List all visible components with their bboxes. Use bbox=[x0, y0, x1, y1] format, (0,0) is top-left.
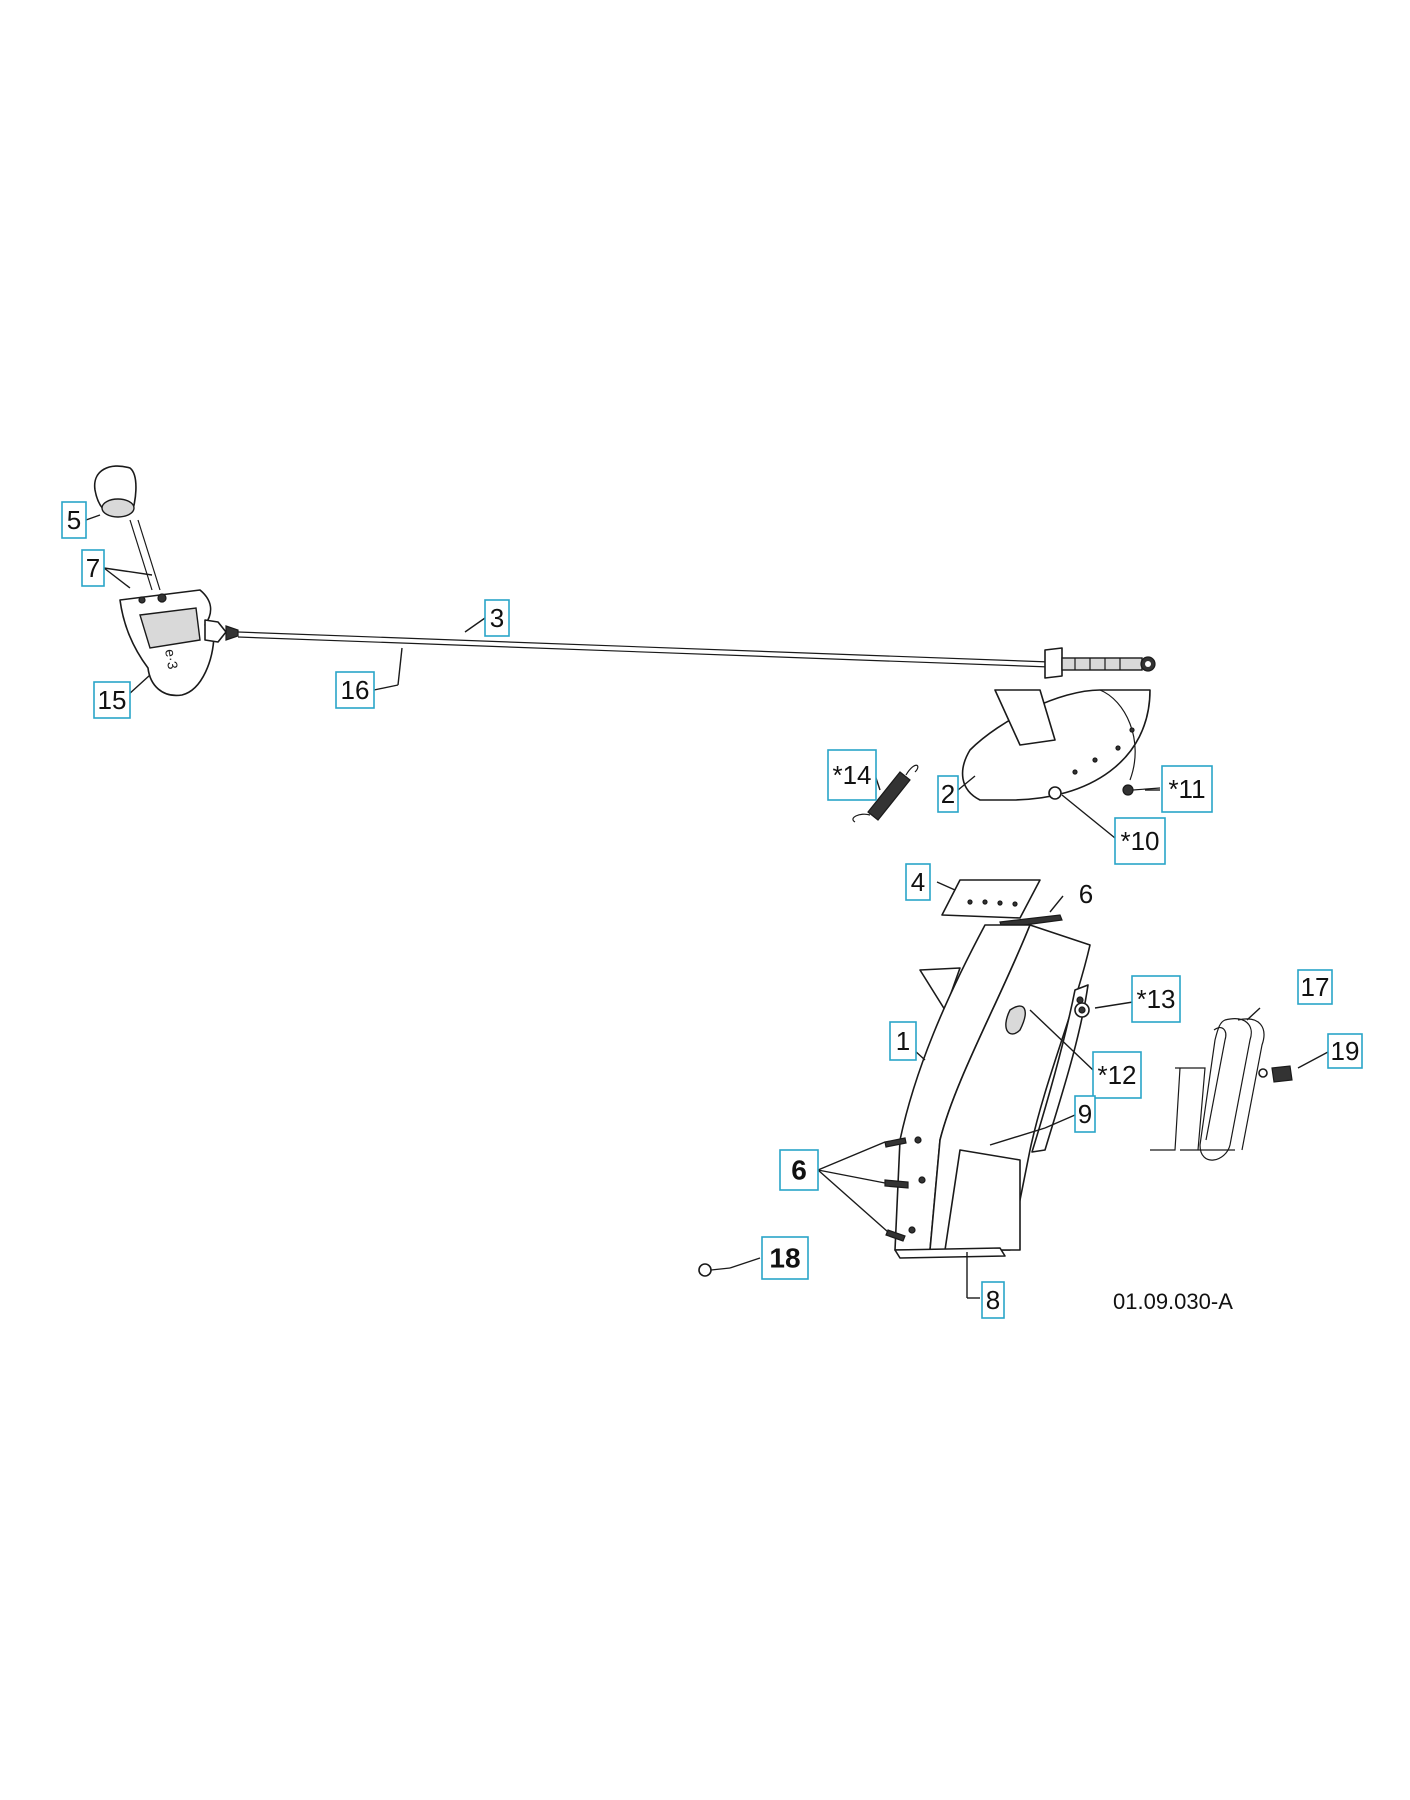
callout-15: 15 bbox=[93, 681, 131, 719]
callout-box bbox=[889, 1021, 917, 1061]
callout-box bbox=[1074, 1095, 1096, 1133]
callout-box bbox=[827, 749, 877, 801]
callout-number: 2 bbox=[941, 779, 955, 809]
lever-shaft-part bbox=[129, 519, 161, 591]
reference-code: 01.09.030-A bbox=[1113, 1289, 1233, 1314]
callout-number: 19 bbox=[1331, 1036, 1360, 1066]
callout-number: 1 bbox=[896, 1026, 910, 1056]
callout-box bbox=[81, 549, 105, 587]
callout-box bbox=[1297, 969, 1333, 1005]
callout-number: 4 bbox=[911, 867, 925, 897]
callout-number: 7 bbox=[86, 553, 100, 583]
callout-11: *11 bbox=[1161, 765, 1213, 813]
callout-number: 16 bbox=[341, 675, 370, 705]
callout-6-top: 6 bbox=[1079, 879, 1093, 909]
callout-4: 4 bbox=[905, 863, 931, 901]
callout-19: 19 bbox=[1327, 1033, 1363, 1069]
callout-17: 17 bbox=[1297, 969, 1333, 1005]
callout-9: 9 bbox=[1074, 1095, 1096, 1133]
callout-box bbox=[484, 599, 510, 637]
svg-text:e·3: e·3 bbox=[162, 648, 181, 671]
callout-number: *12 bbox=[1097, 1060, 1136, 1090]
bolt-part bbox=[1122, 784, 1161, 796]
callout-box bbox=[61, 501, 87, 539]
screw-19-part bbox=[1258, 1065, 1293, 1083]
callout-8: 8 bbox=[981, 1281, 1005, 1319]
nut-part bbox=[1074, 1002, 1090, 1018]
screw-part bbox=[884, 1137, 909, 1242]
callout-16: 16 bbox=[335, 671, 375, 709]
discharge-chute-part bbox=[894, 924, 1091, 1259]
callout-box bbox=[761, 1236, 809, 1280]
callout-number: 6 bbox=[791, 1155, 807, 1186]
callout-number: *14 bbox=[832, 760, 871, 790]
spring-part bbox=[852, 764, 919, 823]
callout-number: 6 bbox=[1079, 879, 1093, 909]
screw-18-part bbox=[698, 1263, 731, 1277]
callout-number: 15 bbox=[98, 685, 127, 715]
callout-7: 7 bbox=[81, 549, 105, 587]
callout-1: 1 bbox=[889, 1021, 917, 1061]
callout-6: 6 bbox=[779, 1149, 819, 1191]
knob-part bbox=[94, 465, 137, 518]
callout-3: 3 bbox=[484, 599, 510, 637]
callout-box bbox=[981, 1281, 1005, 1319]
callout-10: *10 bbox=[1114, 817, 1166, 865]
callout-number: 5 bbox=[67, 505, 81, 535]
callout-13: *13 bbox=[1131, 975, 1181, 1023]
callout-14: *14 bbox=[827, 749, 877, 801]
callout-18: 18 bbox=[761, 1236, 809, 1280]
callout-number: *10 bbox=[1120, 826, 1159, 856]
top-plate-part bbox=[941, 879, 1063, 929]
callout-number: 17 bbox=[1301, 972, 1330, 1002]
callout-box bbox=[1131, 975, 1181, 1023]
callout-box bbox=[93, 681, 131, 719]
chute-deflector-part bbox=[961, 689, 1151, 801]
callout-number: 8 bbox=[986, 1285, 1000, 1315]
callout-5: 5 bbox=[61, 501, 87, 539]
leader-lines bbox=[85, 514, 1329, 1299]
callout-2: 2 bbox=[937, 775, 959, 813]
callout-number: *13 bbox=[1136, 984, 1175, 1014]
callout-12: *12 bbox=[1092, 1051, 1142, 1099]
callout-box bbox=[1161, 765, 1213, 813]
callout-box bbox=[905, 863, 931, 901]
deflector-rod-part bbox=[1150, 1018, 1265, 1161]
callout-number: 9 bbox=[1078, 1099, 1092, 1129]
chute-cable-part bbox=[237, 631, 1156, 679]
callout-number: *11 bbox=[1168, 774, 1205, 804]
callout-box bbox=[1114, 817, 1166, 865]
callout-box bbox=[1327, 1033, 1363, 1069]
callout-labels: 57 15 3 16 *14 2 *11 *10 4 6 *13 17 1 *12 19 9 6 18 8 bbox=[61, 501, 1363, 1319]
callout-box bbox=[1092, 1051, 1142, 1099]
callout-box bbox=[335, 671, 375, 709]
callout-box bbox=[937, 775, 959, 813]
callout-box bbox=[779, 1149, 819, 1191]
callout-number: 18 bbox=[769, 1243, 800, 1274]
lever-bracket-part: e·3 bbox=[119, 589, 239, 697]
callout-number: 3 bbox=[490, 603, 504, 633]
